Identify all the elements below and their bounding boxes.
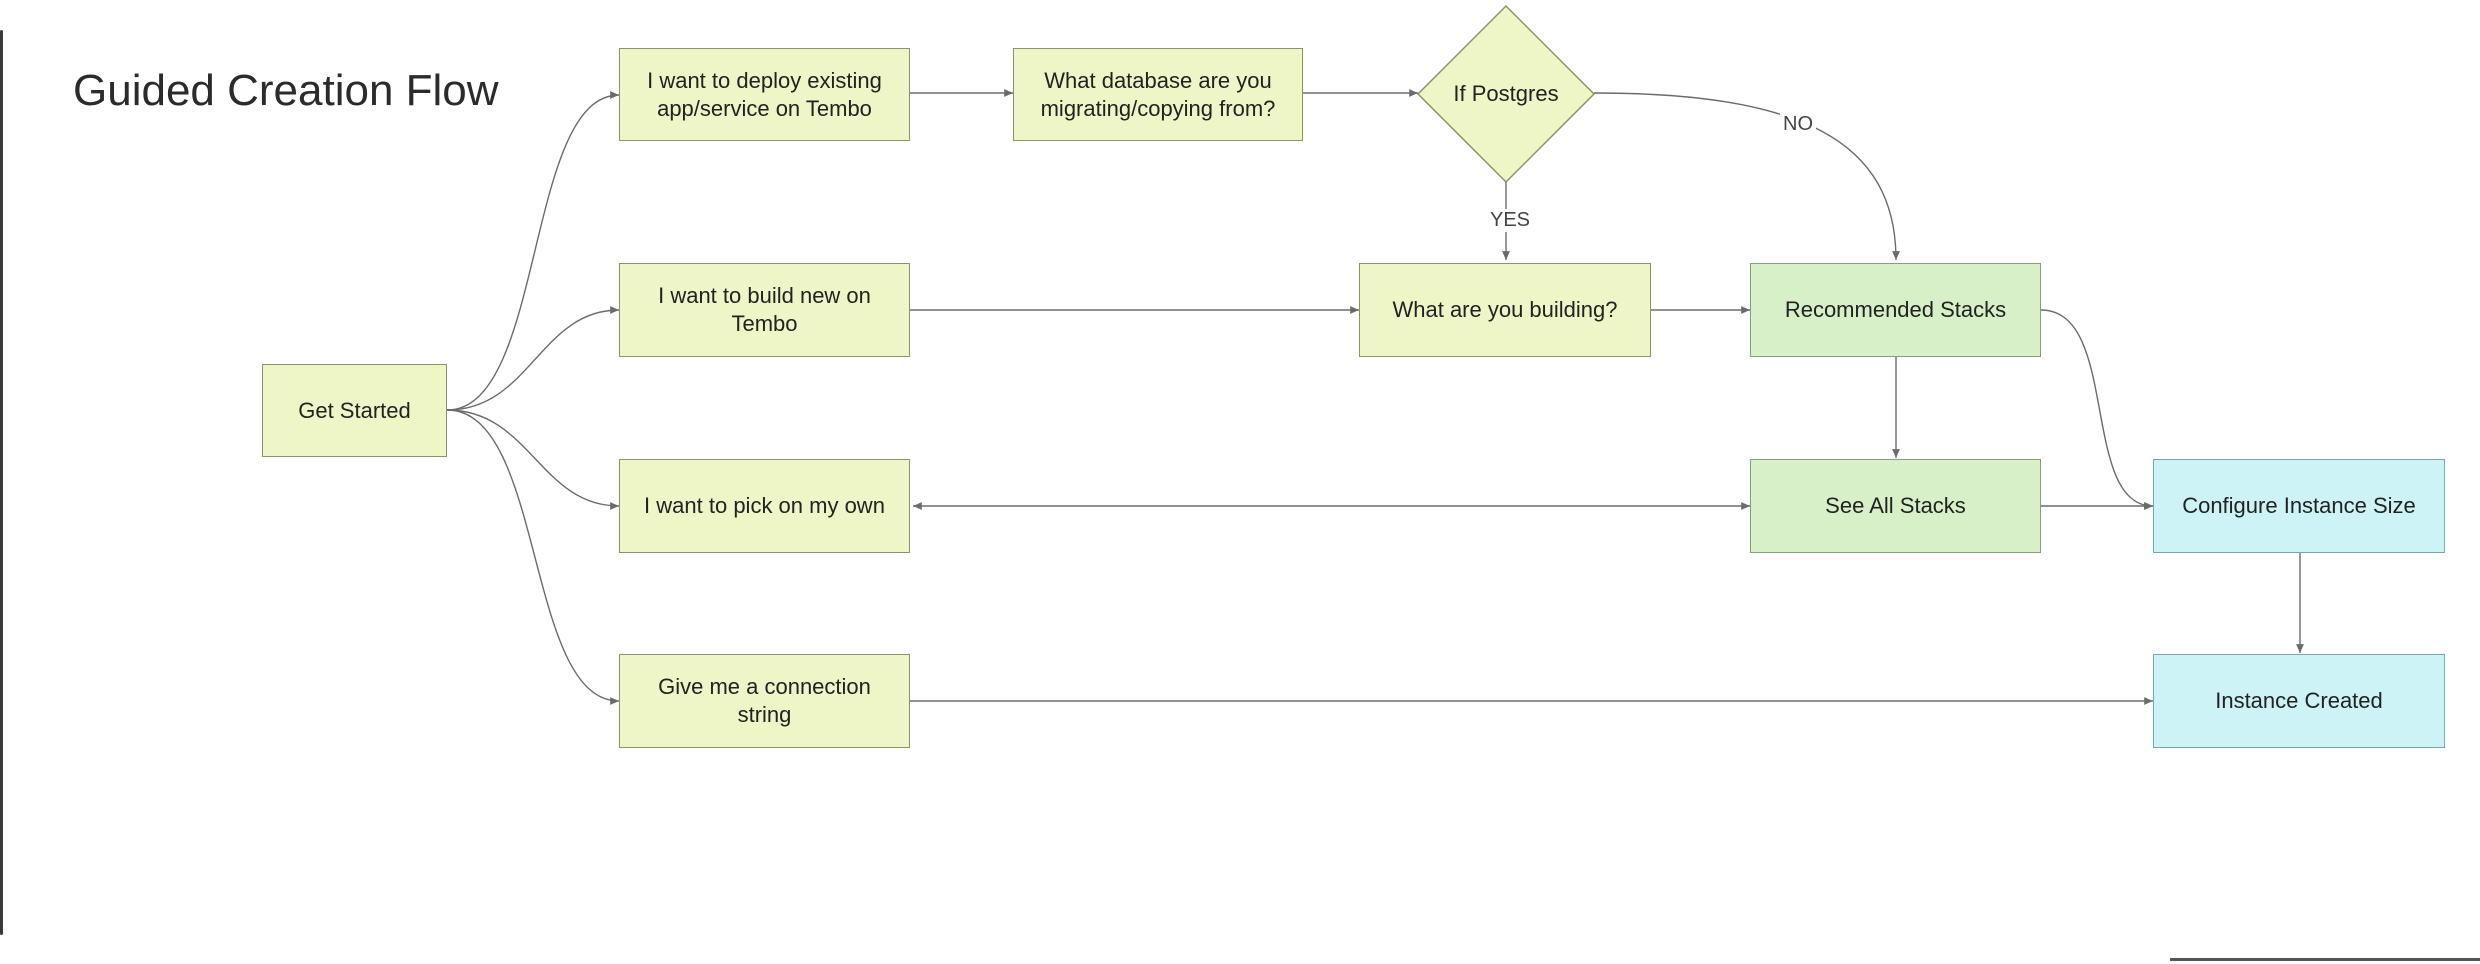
edge-postgres-no-to-recommended: [1593, 92, 1900, 261]
node-configure-instance-size[interactable]: Configure Instance Size: [2153, 459, 2445, 553]
frame-bottom-border: [2170, 958, 2480, 961]
if-postgres-label: If Postgres: [1453, 81, 1559, 106]
edge-label-yes: YES: [1487, 209, 1534, 232]
edge-start-to-deploy: [446, 91, 620, 411]
edge-start-to-build: [446, 306, 620, 411]
frame-left-border: [0, 30, 3, 935]
node-get-started[interactable]: Get Started: [262, 364, 447, 457]
edge-recommended-to-configure: [2040, 309, 2154, 510]
node-connection-string[interactable]: Give me a connection string: [619, 654, 910, 748]
node-what-database[interactable]: What database are you migrating/copying …: [1013, 48, 1303, 141]
edge-start-to-connection: [446, 409, 620, 705]
edge-label-no: NO: [1780, 113, 1816, 136]
edge-start-to-pick: [446, 409, 620, 510]
node-pick-own[interactable]: I want to pick on my own: [619, 459, 910, 553]
node-deploy-existing[interactable]: I want to deploy existing app/service on…: [619, 48, 910, 141]
node-build-new[interactable]: I want to build new on Tembo: [619, 263, 910, 357]
node-see-all-stacks[interactable]: See All Stacks: [1750, 459, 2041, 553]
node-what-building[interactable]: What are you building?: [1359, 263, 1651, 357]
node-instance-created[interactable]: Instance Created: [2153, 654, 2445, 748]
page-title: Guided Creation Flow: [73, 66, 499, 115]
if-postgres-diamond[interactable]: [1416, 4, 1596, 184]
node-recommended-stacks[interactable]: Recommended Stacks: [1750, 263, 2041, 357]
